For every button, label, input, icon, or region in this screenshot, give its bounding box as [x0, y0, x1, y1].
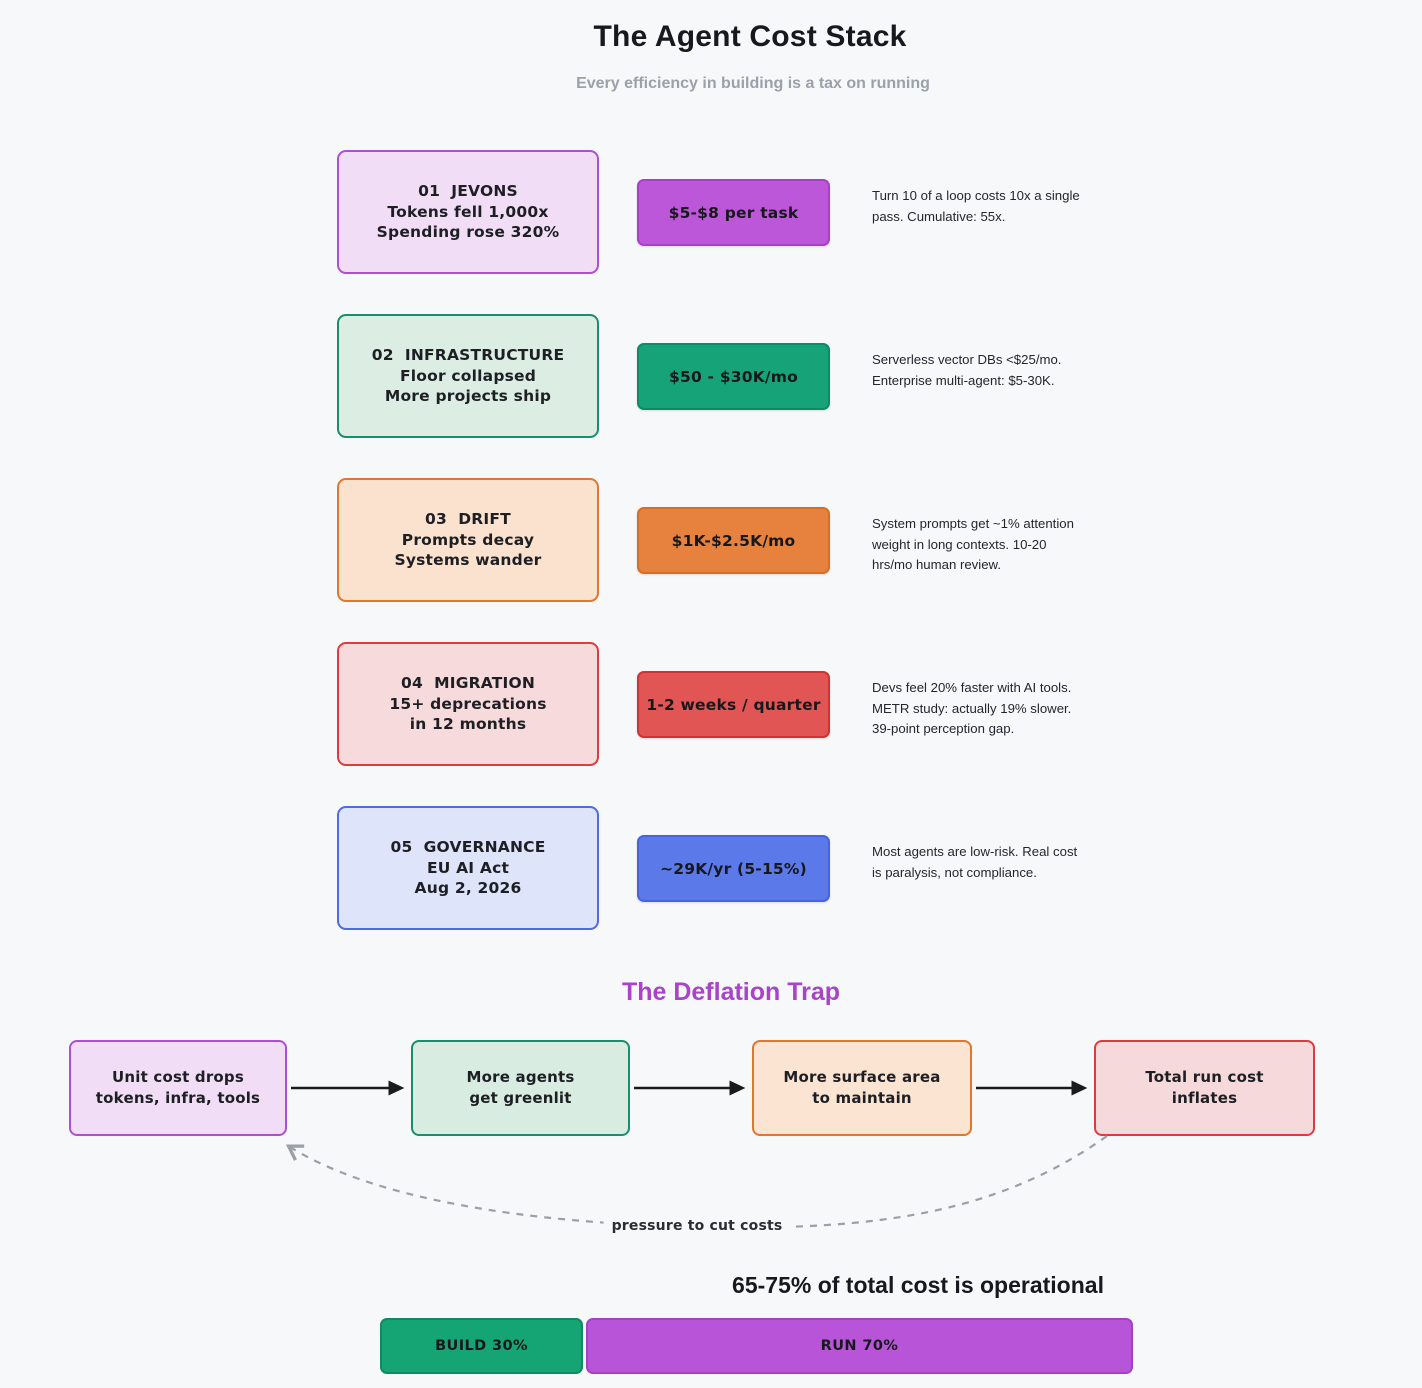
- migration-card: 04 MIGRATION 15+ deprecations in 12 mont…: [337, 642, 599, 766]
- stack-row-migration: 04 MIGRATION 15+ deprecations in 12 mont…: [0, 642, 1422, 772]
- operational-cost-heading: 65-75% of total cost is operational: [732, 1272, 1104, 1298]
- run-segment-label: RUN 70%: [820, 1338, 899, 1354]
- pill-label: 1-2 weeks / quarter: [646, 695, 821, 714]
- card-line: 05 GOVERNANCE: [390, 838, 546, 857]
- pill-label: ~29K/yr (5-15%): [660, 859, 807, 878]
- card-line: 04 MIGRATION: [400, 674, 536, 693]
- deflation-box-surface-area: More surface area to maintain: [752, 1040, 972, 1136]
- dbox-line: to maintain: [812, 1089, 912, 1107]
- deflation-box-more-agents: More agents get greenlit: [411, 1040, 630, 1136]
- build-segment-label: BUILD 30%: [435, 1338, 528, 1354]
- dbox-line: More agents: [466, 1068, 575, 1086]
- card-line: EU AI Act: [426, 858, 510, 877]
- dbox-line: Total run cost: [1145, 1068, 1264, 1086]
- infrastructure-note: Serverless vector DBs <$25/mo. Enterpris…: [872, 352, 1062, 388]
- card-line: 15+ deprecations: [389, 694, 547, 713]
- governance-cost-pill: ~29K/yr (5-15%): [637, 835, 830, 902]
- feedback-loop-label: pressure to cut costs: [603, 1216, 791, 1236]
- dbox-line: tokens, infra, tools: [95, 1089, 261, 1107]
- run-cost-segment: RUN 70%: [586, 1318, 1133, 1374]
- jevons-note: Turn 10 of a loop costs 10x a single pas…: [872, 188, 1080, 224]
- card-line: Aug 2, 2026: [414, 879, 522, 898]
- card-line: Prompts decay: [401, 530, 535, 549]
- feedback-dashed-arrow: [285, 1135, 1108, 1229]
- dbox-line: inflates: [1171, 1089, 1238, 1107]
- dbox-line: More surface area: [783, 1068, 941, 1086]
- migration-note: Devs feel 20% faster with AI tools. METR…: [872, 680, 1072, 736]
- infrastructure-card: 02 INFRASTRUCTURE Floor collapsed More p…: [337, 314, 599, 438]
- migration-cost-pill: 1-2 weeks / quarter: [637, 671, 830, 738]
- card-line: Tokens fell 1,000x: [387, 202, 549, 221]
- deflation-box-unit-cost: Unit cost drops tokens, infra, tools: [69, 1040, 287, 1136]
- stack-row-governance: 05 GOVERNANCE EU AI Act Aug 2, 2026 ~29K…: [0, 806, 1422, 936]
- pill-label: $50 - $30K/mo: [668, 367, 798, 386]
- jevons-cost-pill: $5-$8 per task: [637, 179, 830, 246]
- drift-cost-pill: $1K-$2.5K/mo: [637, 507, 830, 574]
- card-line: 03 DRIFT: [425, 510, 511, 529]
- drift-card: 03 DRIFT Prompts decay Systems wander: [337, 478, 599, 602]
- stack-row-jevons: 01 JEVONS Tokens fell 1,000x Spending ro…: [0, 150, 1422, 280]
- card-line: in 12 months: [409, 715, 527, 734]
- page-subtitle: Every efficiency in building is a tax on…: [576, 75, 930, 92]
- drift-note: System prompts get ~1% attention weight …: [872, 516, 1074, 572]
- infrastructure-cost-pill: $50 - $30K/mo: [637, 343, 830, 410]
- card-line: 01 JEVONS: [418, 182, 518, 201]
- deflation-trap-title: The Deflation Trap: [621, 978, 841, 1006]
- card-line: Floor collapsed: [399, 366, 537, 385]
- stack-row-infrastructure: 02 INFRASTRUCTURE Floor collapsed More p…: [0, 314, 1422, 444]
- pill-label: $5-$8 per task: [668, 203, 799, 222]
- governance-card: 05 GOVERNANCE EU AI Act Aug 2, 2026: [337, 806, 599, 930]
- dbox-line: Unit cost drops: [111, 1068, 245, 1086]
- build-cost-segment: BUILD 30%: [380, 1318, 583, 1374]
- pill-label: $1K-$2.5K/mo: [671, 531, 796, 550]
- jevons-card: 01 JEVONS Tokens fell 1,000x Spending ro…: [337, 150, 599, 274]
- governance-note: Most agents are low-risk. Real cost is p…: [872, 844, 1078, 880]
- dbox-line: get greenlit: [469, 1089, 572, 1107]
- card-line: Systems wander: [394, 551, 542, 570]
- card-line: 02 INFRASTRUCTURE: [371, 346, 565, 365]
- deflation-box-run-cost: Total run cost inflates: [1094, 1040, 1315, 1136]
- card-line: More projects ship: [384, 387, 552, 406]
- page-title: The Agent Cost Stack: [593, 20, 907, 53]
- stack-row-drift: 03 DRIFT Prompts decay Systems wander $1…: [0, 478, 1422, 608]
- card-line: Spending rose 320%: [376, 223, 560, 242]
